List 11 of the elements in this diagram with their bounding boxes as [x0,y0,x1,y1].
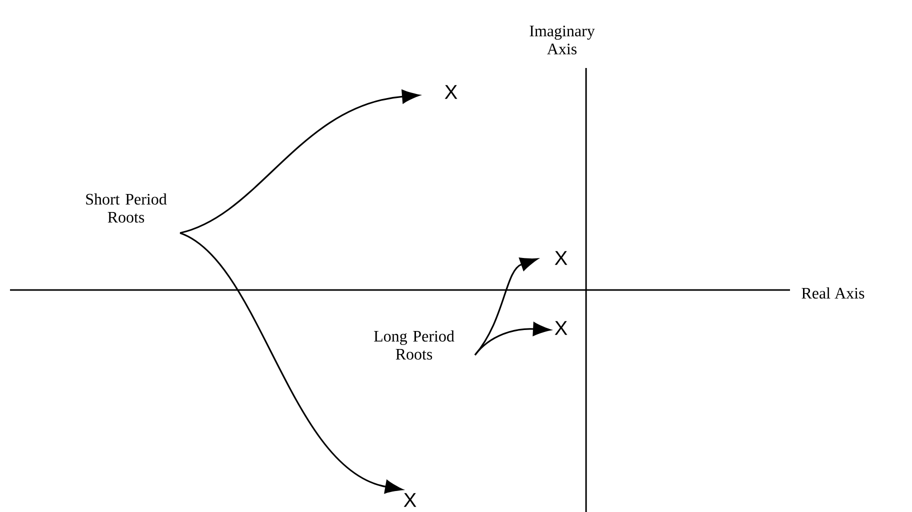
axis-label: Real Axis [802,287,864,299]
root-label: Short Period Roots [86,193,167,223]
pole-mark: X [554,251,568,265]
pole-mark: X [554,321,568,335]
curved-arrow [474,322,551,356]
curved-arrow [180,90,420,234]
axis-label: Imaginary Axis [530,26,595,54]
curved-arrow [180,232,403,494]
pole-mark: X [444,85,458,99]
root-label: Long Period Roots [374,330,454,360]
pole-mark: X [404,493,416,507]
